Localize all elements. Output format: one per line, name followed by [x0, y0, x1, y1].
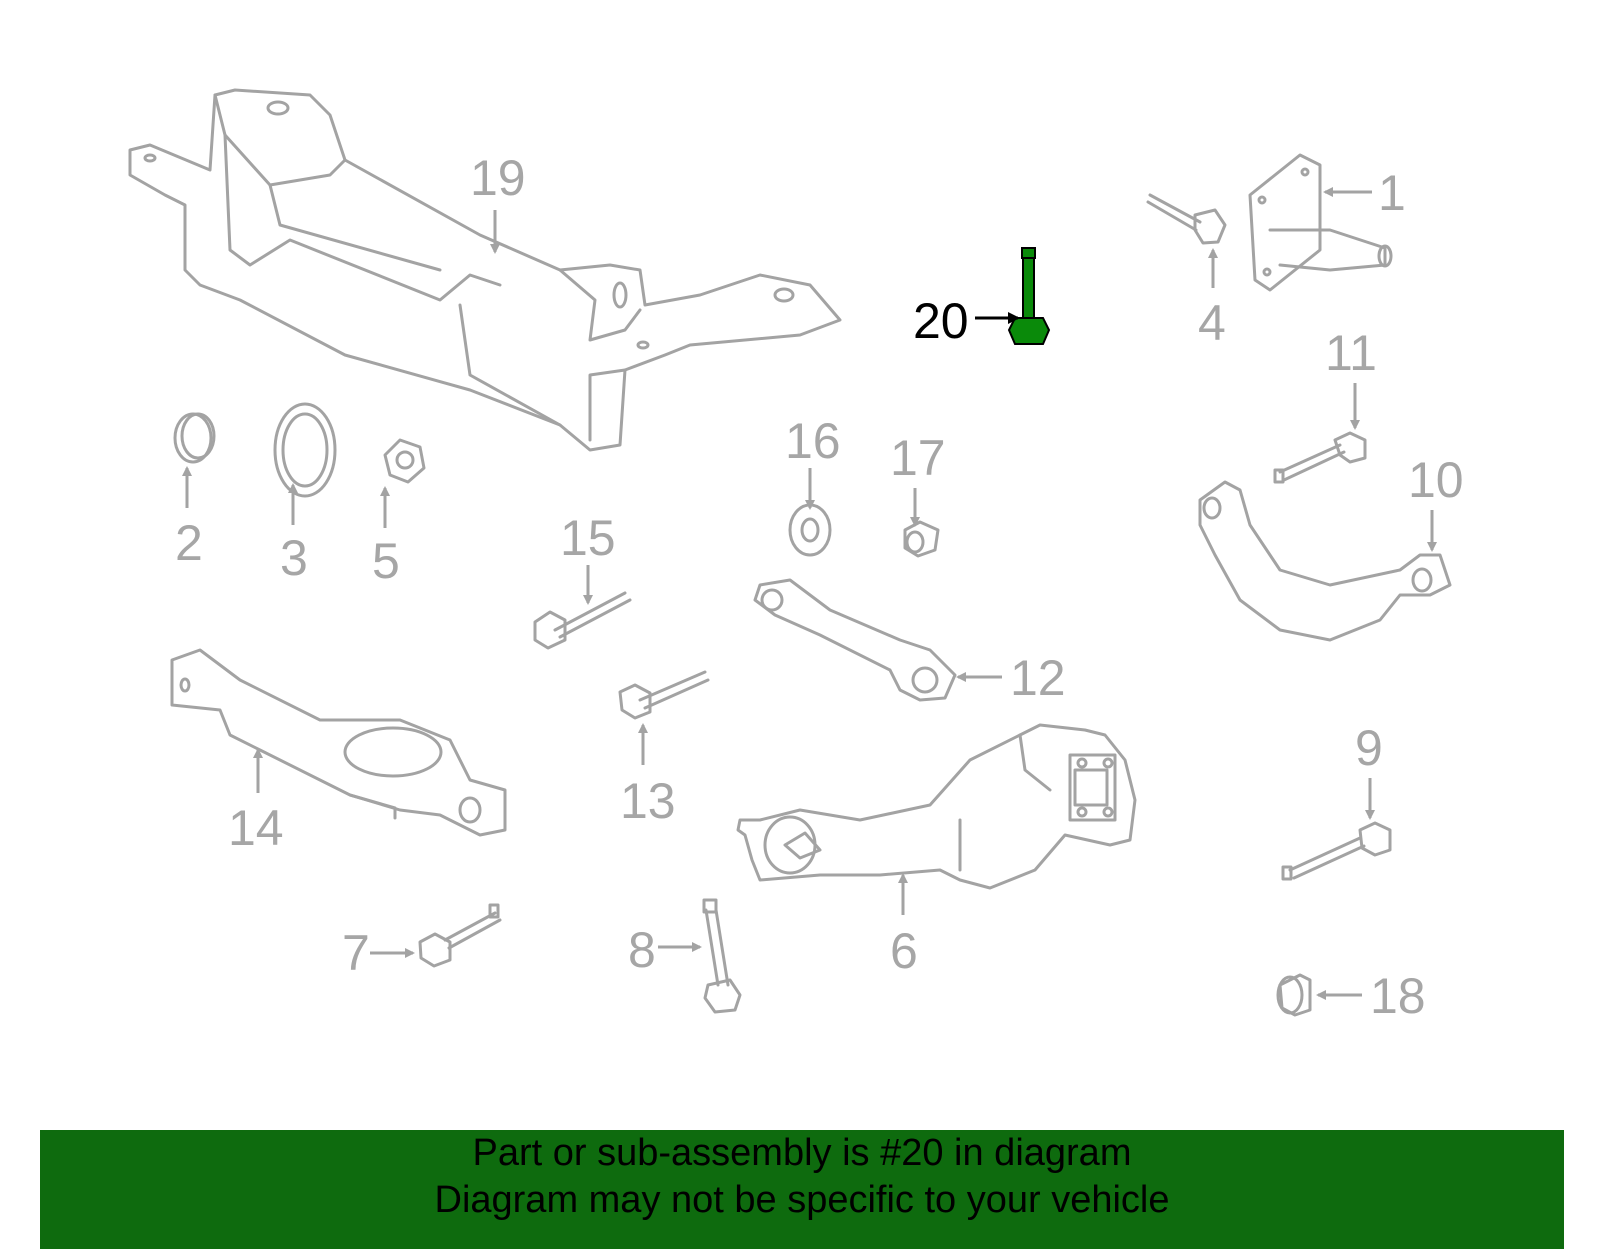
svg-text:17: 17: [890, 430, 946, 486]
svg-text:4: 4: [1198, 295, 1226, 351]
callout-9: 9: [1355, 720, 1383, 820]
lower-arm-part-14: [170, 648, 507, 837]
callout-18: 18: [1316, 968, 1426, 1024]
banner-line-1: Part or sub-assembly is #20 in diagram: [472, 1132, 1132, 1174]
callout-20: 20: [913, 293, 1020, 349]
banner-line-2: Diagram may not be specific to your vehi…: [434, 1179, 1170, 1221]
svg-text:2: 2: [175, 515, 203, 571]
callout-17: 17: [890, 430, 946, 527]
callout-4: 4: [1198, 248, 1226, 351]
seal-part-2: [173, 412, 216, 464]
wheel-hub-part-1: [1248, 153, 1393, 292]
svg-text:19: 19: [470, 150, 526, 206]
callout-3: 3: [280, 483, 308, 586]
control-arm-part-10: [1198, 480, 1452, 642]
bushing-part-18: [1276, 973, 1312, 1017]
bolt-part-7: [418, 903, 502, 968]
callout-10: 10: [1408, 452, 1464, 552]
svg-text:1: 1: [1378, 165, 1406, 221]
callout-15: 15: [560, 510, 616, 605]
callout-16: 16: [785, 413, 841, 510]
svg-text:8: 8: [628, 922, 656, 978]
bolt-part-8: [702, 898, 742, 1014]
svg-text:10: 10: [1408, 452, 1464, 508]
callout-7: 7: [342, 925, 415, 981]
callout-13: 13: [620, 723, 676, 829]
svg-text:12: 12: [1010, 650, 1066, 706]
bolt-part-15: [533, 591, 632, 650]
callout-12: 12: [956, 650, 1066, 706]
callout-11: 11: [1325, 325, 1377, 430]
callout-5: 5: [372, 486, 400, 589]
svg-text:5: 5: [372, 533, 400, 589]
trailing-arm-part-6: [736, 723, 1137, 890]
link-arm-part-12: [753, 578, 957, 702]
bolt-part-13: [618, 670, 710, 720]
svg-text:11: 11: [1325, 325, 1377, 381]
svg-text:16: 16: [785, 413, 841, 469]
svg-text:7: 7: [342, 925, 370, 981]
svg-text:6: 6: [890, 923, 918, 979]
bushing-part-3: [273, 402, 337, 498]
callout-8: 8: [628, 922, 702, 978]
svg-text:20: 20: [913, 293, 969, 349]
nut-part-17: [903, 520, 940, 558]
callout-2: 2: [175, 466, 203, 571]
callout-14: 14: [228, 748, 284, 856]
svg-text:13: 13: [620, 773, 676, 829]
callout-19: 19: [470, 150, 526, 254]
info-banner: Part or sub-assembly is #20 in diagram D…: [40, 1130, 1564, 1249]
bolt-part-4: [1146, 193, 1227, 245]
bolt-part-9: [1281, 821, 1392, 881]
subframe-part-19: [128, 88, 842, 452]
svg-text:18: 18: [1370, 968, 1426, 1024]
bolt-part-11: [1273, 431, 1367, 484]
svg-text:9: 9: [1355, 720, 1383, 776]
callout-6: 6: [890, 873, 918, 979]
svg-text:14: 14: [228, 800, 284, 856]
svg-text:15: 15: [560, 510, 616, 566]
callout-1: 1: [1323, 165, 1406, 221]
nut-part-5: [383, 438, 426, 484]
svg-text:3: 3: [280, 530, 308, 586]
bolt-part-20: [1007, 247, 1051, 345]
washer-part-16: [788, 503, 832, 557]
